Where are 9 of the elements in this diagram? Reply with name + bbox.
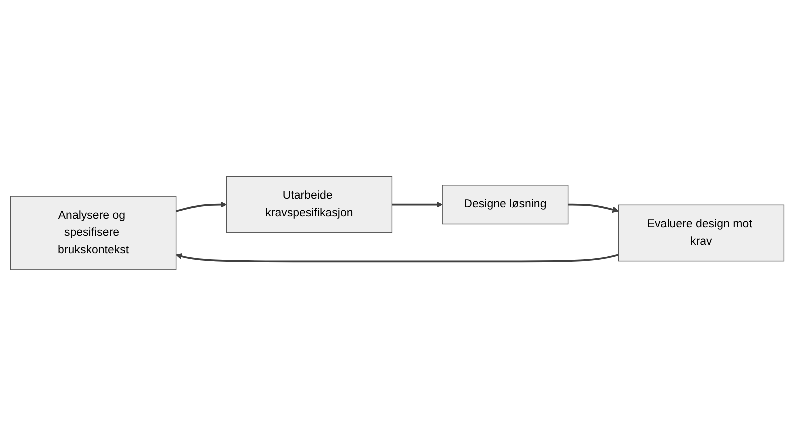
node-box (10, 196, 177, 270)
arrow (568, 204, 619, 213)
cycle-diagram: Analysere og spesifisere brukskontekst Utarbeide kravspesifikasjon Designe løsning Evaluere design mot krav (5, 170, 790, 276)
node-box (618, 204, 785, 262)
node-box (226, 176, 393, 233)
node-box (442, 184, 569, 224)
arrow (176, 201, 227, 212)
arrow (176, 253, 619, 262)
arrow (392, 201, 443, 208)
